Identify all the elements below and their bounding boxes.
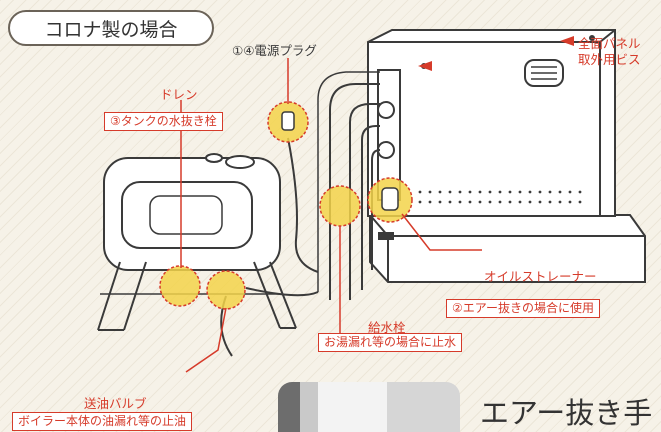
oil-strainer-label: オイルストレーナー (484, 269, 597, 284)
oil-valve-highlight (206, 270, 246, 310)
highlight-circles (159, 101, 413, 310)
front-panel-screw-label-line1: 全面パネル (578, 36, 641, 51)
boiler-pipes (317, 71, 381, 300)
air-bleed-heading: エアー抜き手 (480, 396, 653, 430)
drain-label: ドレン (160, 87, 198, 102)
boiler-unit (367, 29, 646, 283)
drain-plug-highlight (159, 265, 201, 307)
arrow-left-icon-1 (418, 61, 432, 71)
front-panel-screw-label-line2: 取外用ビス (578, 52, 641, 67)
boiler-oil-leak-stop-label: ボイラー本体の油漏れ等の止油 (12, 412, 193, 431)
air-bleed-use-label: ②エアー抜きの場合に使用 (446, 299, 601, 318)
tank-drain-plug-label: ③タンクの水抜き栓 (104, 112, 223, 131)
oil-tank (97, 153, 297, 331)
oil-supply-valve-label: 送油バルブ (84, 396, 147, 411)
front-panel-screw-label: 全面パネル 取外用ビス (578, 36, 641, 68)
power-cord (287, 137, 319, 273)
water-valve-highlight (319, 185, 361, 227)
arrow-left-icon-2 (560, 36, 574, 46)
power-plug-label: ①④電源プラグ (232, 43, 317, 58)
water-supply-valve-label: 給水栓 (368, 320, 406, 335)
air-bleed-photo (278, 382, 460, 432)
page-title: コロナ製の場合 (8, 10, 214, 46)
hot-water-leak-stop-label: お湯漏れ等の場合に止水 (318, 333, 463, 352)
